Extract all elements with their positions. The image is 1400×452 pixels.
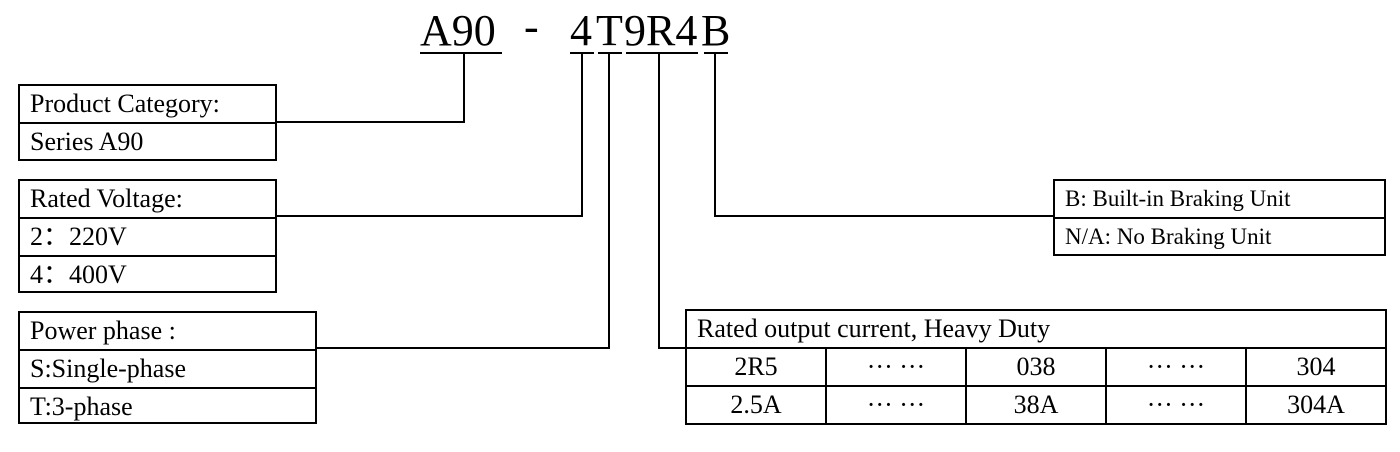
model-code-voltage: 4 (570, 6, 592, 55)
connector-brake-vertical (714, 52, 716, 217)
rated-current-title: Rated output current, Heavy Duty (685, 309, 1387, 349)
current-code-cell: 038 (965, 347, 1107, 387)
current-underline (626, 52, 698, 54)
rated-current-code-row: 2R5 ··· ··· 038 ··· ··· 304 (685, 347, 1387, 387)
power-phase-option: S:Single-phase (20, 349, 315, 387)
current-value-cell: 38A (965, 385, 1107, 425)
connector-phase-vertical (608, 52, 610, 349)
brake-underline (704, 52, 728, 54)
connector-voltage-horizontal (276, 215, 583, 217)
power-phase-option: T:3-phase (20, 387, 315, 425)
rated-voltage-box: Rated Voltage: 2：220V 4：400V (18, 179, 277, 293)
product-category-title: Product Category: (30, 89, 220, 118)
model-code-current: 9R4 (624, 6, 698, 55)
series-underline (420, 52, 502, 54)
connector-brake-horizontal (714, 215, 1054, 217)
rated-current-title-row: Rated output current, Heavy Duty (685, 309, 1387, 349)
connector-current-vertical (658, 52, 660, 349)
connector-current-horizontal (658, 347, 686, 349)
connector-series-vertical (463, 52, 465, 123)
current-value-cell: ··· ··· (825, 385, 967, 425)
connector-series-horizontal (276, 121, 465, 123)
model-code-dash: - (524, 2, 539, 51)
current-code-cell: 304 (1245, 347, 1387, 387)
rated-current-table: Rated output current, Heavy Duty 2R5 ···… (685, 309, 1387, 425)
model-code-brake: B (701, 6, 731, 55)
current-code-cell: ··· ··· (1105, 347, 1247, 387)
current-code-cell: 2R5 (685, 347, 827, 387)
phase-underline (598, 52, 622, 54)
current-value-cell: ··· ··· (1105, 385, 1247, 425)
connector-phase-horizontal (316, 347, 610, 349)
product-category-box: Product Category: Series A90 (18, 84, 277, 161)
power-phase-title: Power phase : (30, 316, 176, 345)
braking-option: B: Built-in Braking Unit (1065, 186, 1291, 211)
model-code-phase: T (596, 6, 623, 55)
power-phase-box: Power phase : S:Single-phase T:3-phase (18, 311, 317, 424)
current-value-cell: 304A (1245, 385, 1387, 425)
rated-current-value-row: 2.5A ··· ··· 38A ··· ··· 304A (685, 385, 1387, 425)
rated-voltage-title: Rated Voltage: (30, 184, 183, 213)
model-code-series: A90 (420, 6, 496, 55)
braking-option: N/A: No Braking Unit (1055, 217, 1384, 255)
rated-voltage-option: 2：220V (20, 217, 275, 255)
product-category-option: Series A90 (20, 122, 275, 160)
connector-voltage-vertical (581, 52, 583, 217)
current-value-cell: 2.5A (685, 385, 827, 425)
current-code-cell: ··· ··· (825, 347, 967, 387)
rated-voltage-option: 4：400V (20, 255, 275, 293)
braking-box: B: Built-in Braking Unit N/A: No Braking… (1053, 179, 1386, 256)
